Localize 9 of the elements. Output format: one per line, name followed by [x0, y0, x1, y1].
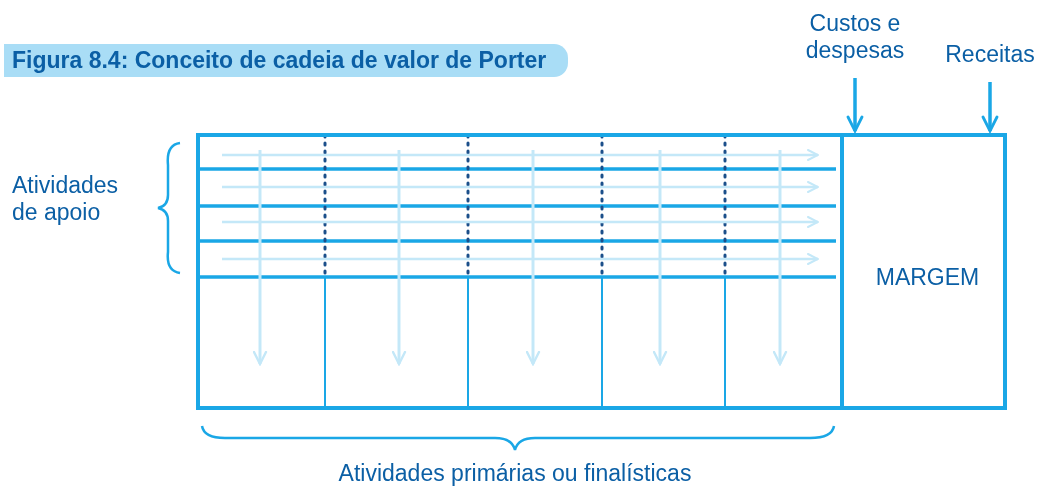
arrow-label: Custos e despesas: [790, 10, 920, 64]
arrow-label: Receitas: [931, 41, 1049, 68]
arrow: [846, 78, 864, 133]
value-chain-frame: [196, 133, 1007, 410]
group-label: Atividades de apoio: [12, 172, 120, 226]
arrow: [981, 82, 999, 133]
margin-section: MARGEM: [840, 137, 1011, 406]
figure-title: Figura 8.4: Conceito de cadeia de valor de Porter: [4, 44, 569, 77]
group-label: Atividades primárias ou finalísticas: [337, 460, 693, 487]
